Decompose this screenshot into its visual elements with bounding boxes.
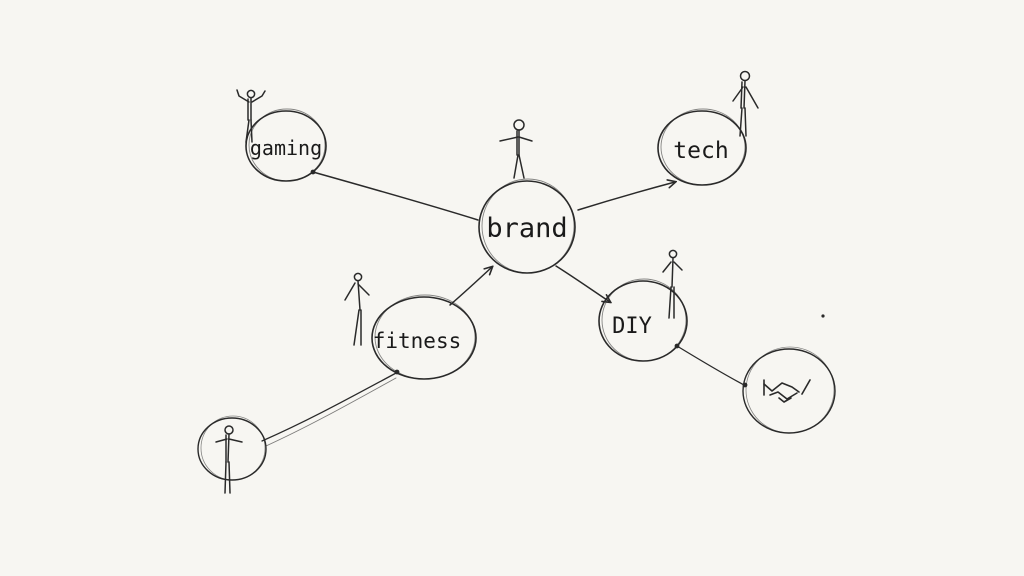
- node-gaming: gaming: [245, 108, 327, 182]
- node-fitness-label: fitness: [373, 329, 462, 353]
- handshake-icon: [763, 379, 811, 403]
- node-diy: DIY: [598, 278, 688, 362]
- stick-figure-icon: [732, 70, 759, 137]
- node-fitness: fitness: [371, 294, 477, 380]
- edge-fitness-brand: [449, 267, 492, 306]
- node-diy-label: DIY: [612, 314, 652, 339]
- node-tech: tech: [657, 108, 747, 186]
- edge-person-fitness-double: [265, 377, 397, 447]
- stray-dot: [821, 314, 825, 318]
- stick-figure-icon: [499, 119, 533, 179]
- node-person-circle: [197, 415, 267, 481]
- stick-figure-icon: [215, 425, 243, 494]
- edge-gaming-brand: [312, 171, 479, 221]
- node-gaming-label: gaming: [250, 136, 322, 160]
- node-tech-label: tech: [673, 138, 728, 164]
- edge-person-fitness: [261, 371, 399, 442]
- edge-brand-tech: [577, 182, 675, 211]
- edge-diy-handshake: [676, 345, 747, 387]
- node-brand: brand: [478, 178, 576, 274]
- stick-figure-icon: [344, 272, 370, 346]
- stick-figure-icon: [236, 89, 266, 143]
- node-handshake-circle: [742, 346, 836, 434]
- edge-brand-diy: [555, 265, 610, 302]
- stick-figure-icon: [662, 249, 683, 319]
- edges: [261, 169, 825, 447]
- node-brand-label: brand: [486, 213, 567, 244]
